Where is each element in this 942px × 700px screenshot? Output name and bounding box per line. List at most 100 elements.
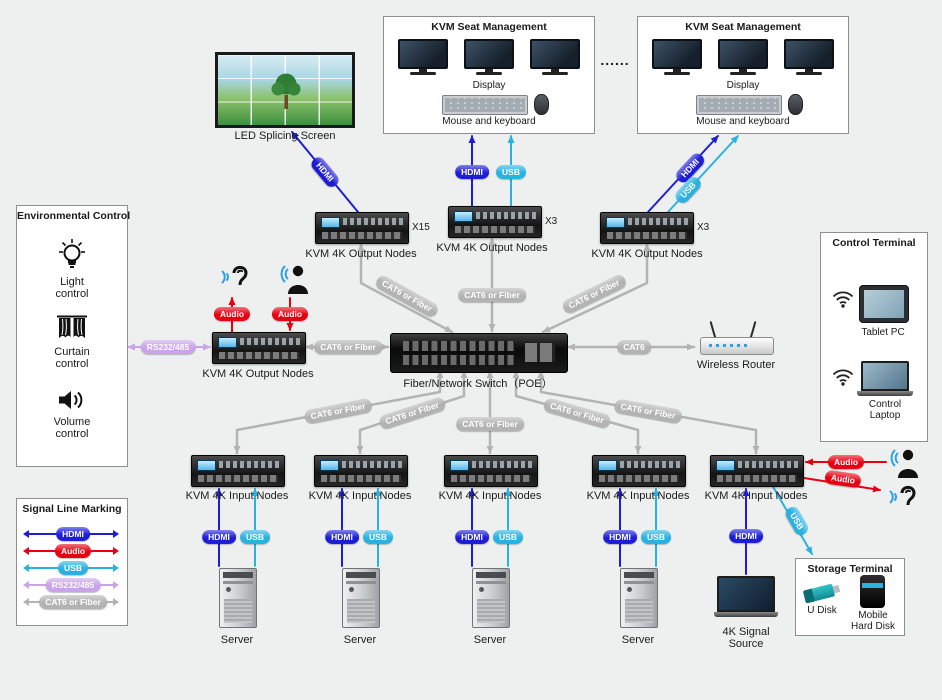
input-node-label-1: KVM 4K Input Nodes: [185, 490, 289, 502]
server-tower: [342, 568, 380, 628]
control-laptop-label: Control Laptop: [868, 399, 902, 421]
volume-speaker-icon: [59, 391, 83, 409]
wifi-icon: [832, 291, 854, 308]
monitor: [784, 39, 834, 77]
wireless-router-device: [700, 337, 774, 355]
kvm-input-node-device-3: [444, 455, 538, 487]
tablet-label: Tablet PC: [861, 327, 905, 338]
hdmi-pill: HDMI: [325, 529, 359, 545]
legend-pill-hdmi: HDMI: [56, 526, 90, 542]
network-switch-device: [390, 333, 568, 373]
kvm-seat-management-panel-2: KVM Seat Management Display Mouse and ke…: [637, 16, 849, 134]
hdmi-pill: HDMI: [308, 154, 342, 190]
mouse: [534, 94, 549, 115]
server-tower: [620, 568, 658, 628]
kvm-output-node-device-1: [315, 212, 409, 244]
tablet-device: [859, 285, 909, 323]
switch-label: Fiber/Network Switch（POE）: [403, 378, 553, 390]
control-laptop-device: [857, 361, 913, 396]
hdmi-pill: HDMI: [202, 529, 236, 545]
signal-source-label: 4K Signal Source: [722, 626, 770, 650]
light-bulb-icon: [59, 239, 85, 268]
panel-title: KVM Seat Management: [685, 21, 801, 33]
server-tower: [219, 568, 257, 628]
cat6-fiber-pill: CAT6 or Fiber: [456, 416, 524, 432]
output-node-label-4: KVM 4K Output Nodes: [202, 368, 314, 380]
keyboard: [696, 95, 782, 115]
kvm-seat-management-panel-1: KVM Seat Management Display Mouse and ke…: [383, 16, 595, 134]
server-tower: [472, 568, 510, 628]
audio-pill: Audio: [213, 306, 251, 322]
cat6-fiber-pill: CAT6 or Fiber: [613, 398, 683, 424]
multiplier-label: X3: [545, 216, 558, 227]
input-node-label-2: KVM 4K Input Nodes: [308, 490, 412, 502]
kvm-input-node-device-2: [314, 455, 408, 487]
audio-pill: Audio: [824, 469, 862, 489]
cat6-pill: CAT6: [617, 339, 651, 355]
monitor: [398, 39, 448, 77]
cat6-fiber-pill: CAT6 or Fiber: [458, 287, 526, 303]
server-label: Server: [473, 634, 507, 646]
kvm-input-node-device-5: [710, 455, 804, 487]
rs232-pill: RS232/485: [140, 339, 196, 355]
usb-pill: USB: [493, 529, 523, 545]
legend-pill-audio: Audio: [54, 543, 92, 559]
cat6-fiber-pill: CAT6 or Fiber: [374, 273, 440, 319]
monitor: [530, 39, 580, 77]
multiplier-label: X3: [697, 222, 710, 233]
usb-pill: USB: [240, 529, 270, 545]
server-label: Server: [343, 634, 377, 646]
mobile-hard-disk-icon: [860, 575, 885, 608]
cat6-fiber-pill: CAT6 or Fiber: [377, 395, 447, 431]
server-label: Server: [220, 634, 254, 646]
panel-title: Storage Terminal: [807, 563, 893, 575]
hdd-label: Mobile Hard Disk: [851, 610, 895, 632]
environmental-control-panel: Environmental Control Light control Curt…: [16, 205, 130, 467]
ellipsis: ......: [600, 52, 630, 68]
hdmi-pill: HDMI: [603, 529, 637, 545]
usb-pill: USB: [363, 529, 393, 545]
ear-icon: [889, 485, 916, 506]
legend-pill-usb: USB: [58, 560, 88, 576]
wifi-icon: [832, 369, 854, 386]
usb-disk-icon: [802, 583, 836, 604]
mouse: [788, 94, 803, 115]
signal-line-marking-panel: Signal Line Marking HDMI Audio USB RS232…: [16, 498, 128, 626]
kvm-output-node-device-4: [212, 332, 306, 364]
input-node-label-3: KVM 4K Input Nodes: [438, 490, 542, 502]
panel-title: Signal Line Marking: [22, 503, 122, 515]
hdmi-pill: HDMI: [455, 529, 489, 545]
kvm-output-node-device-3: [600, 212, 694, 244]
multiplier-label: X15: [412, 222, 430, 233]
audio-pill: Audio: [271, 306, 309, 322]
led-screen-label: LED Splicing Screen: [234, 130, 336, 142]
light-control-label: Light control: [55, 276, 89, 300]
ear-icon: [221, 265, 248, 286]
output-node-label-2: KVM 4K Output Nodes: [436, 242, 548, 254]
mouse-keyboard-label: Mouse and keyboard: [442, 116, 536, 127]
display-label: Display: [472, 80, 506, 91]
speaking-person-icon: [280, 265, 308, 294]
curtain-control-label: Curtain control: [54, 346, 90, 370]
display-label: Display: [726, 80, 760, 91]
curtain-icon: [57, 315, 87, 338]
usb-pill: USB: [783, 504, 811, 538]
monitor: [464, 39, 514, 77]
keyboard: [442, 95, 528, 115]
speaking-person-icon: [890, 449, 918, 478]
cat6-fiber-pill: CAT6 or Fiber: [314, 339, 382, 355]
hdmi-pill: HDMI: [729, 528, 763, 544]
monitor: [652, 39, 702, 77]
legend-pill-cat6: CAT6 or Fiber: [39, 594, 107, 610]
usb-pill: USB: [496, 164, 526, 180]
tree-icon: [271, 73, 301, 109]
volume-control-label: Volume control: [53, 416, 91, 440]
usb-pill: USB: [641, 529, 671, 545]
audio-pill: Audio: [827, 454, 865, 470]
output-node-label-1: KVM 4K Output Nodes: [305, 248, 417, 260]
mouse-keyboard-label: Mouse and keyboard: [696, 116, 790, 127]
router-label: Wireless Router: [696, 359, 776, 371]
input-node-label-5: KVM 4K Input Nodes: [704, 490, 808, 502]
cat6-fiber-pill: CAT6 or Fiber: [303, 397, 373, 425]
